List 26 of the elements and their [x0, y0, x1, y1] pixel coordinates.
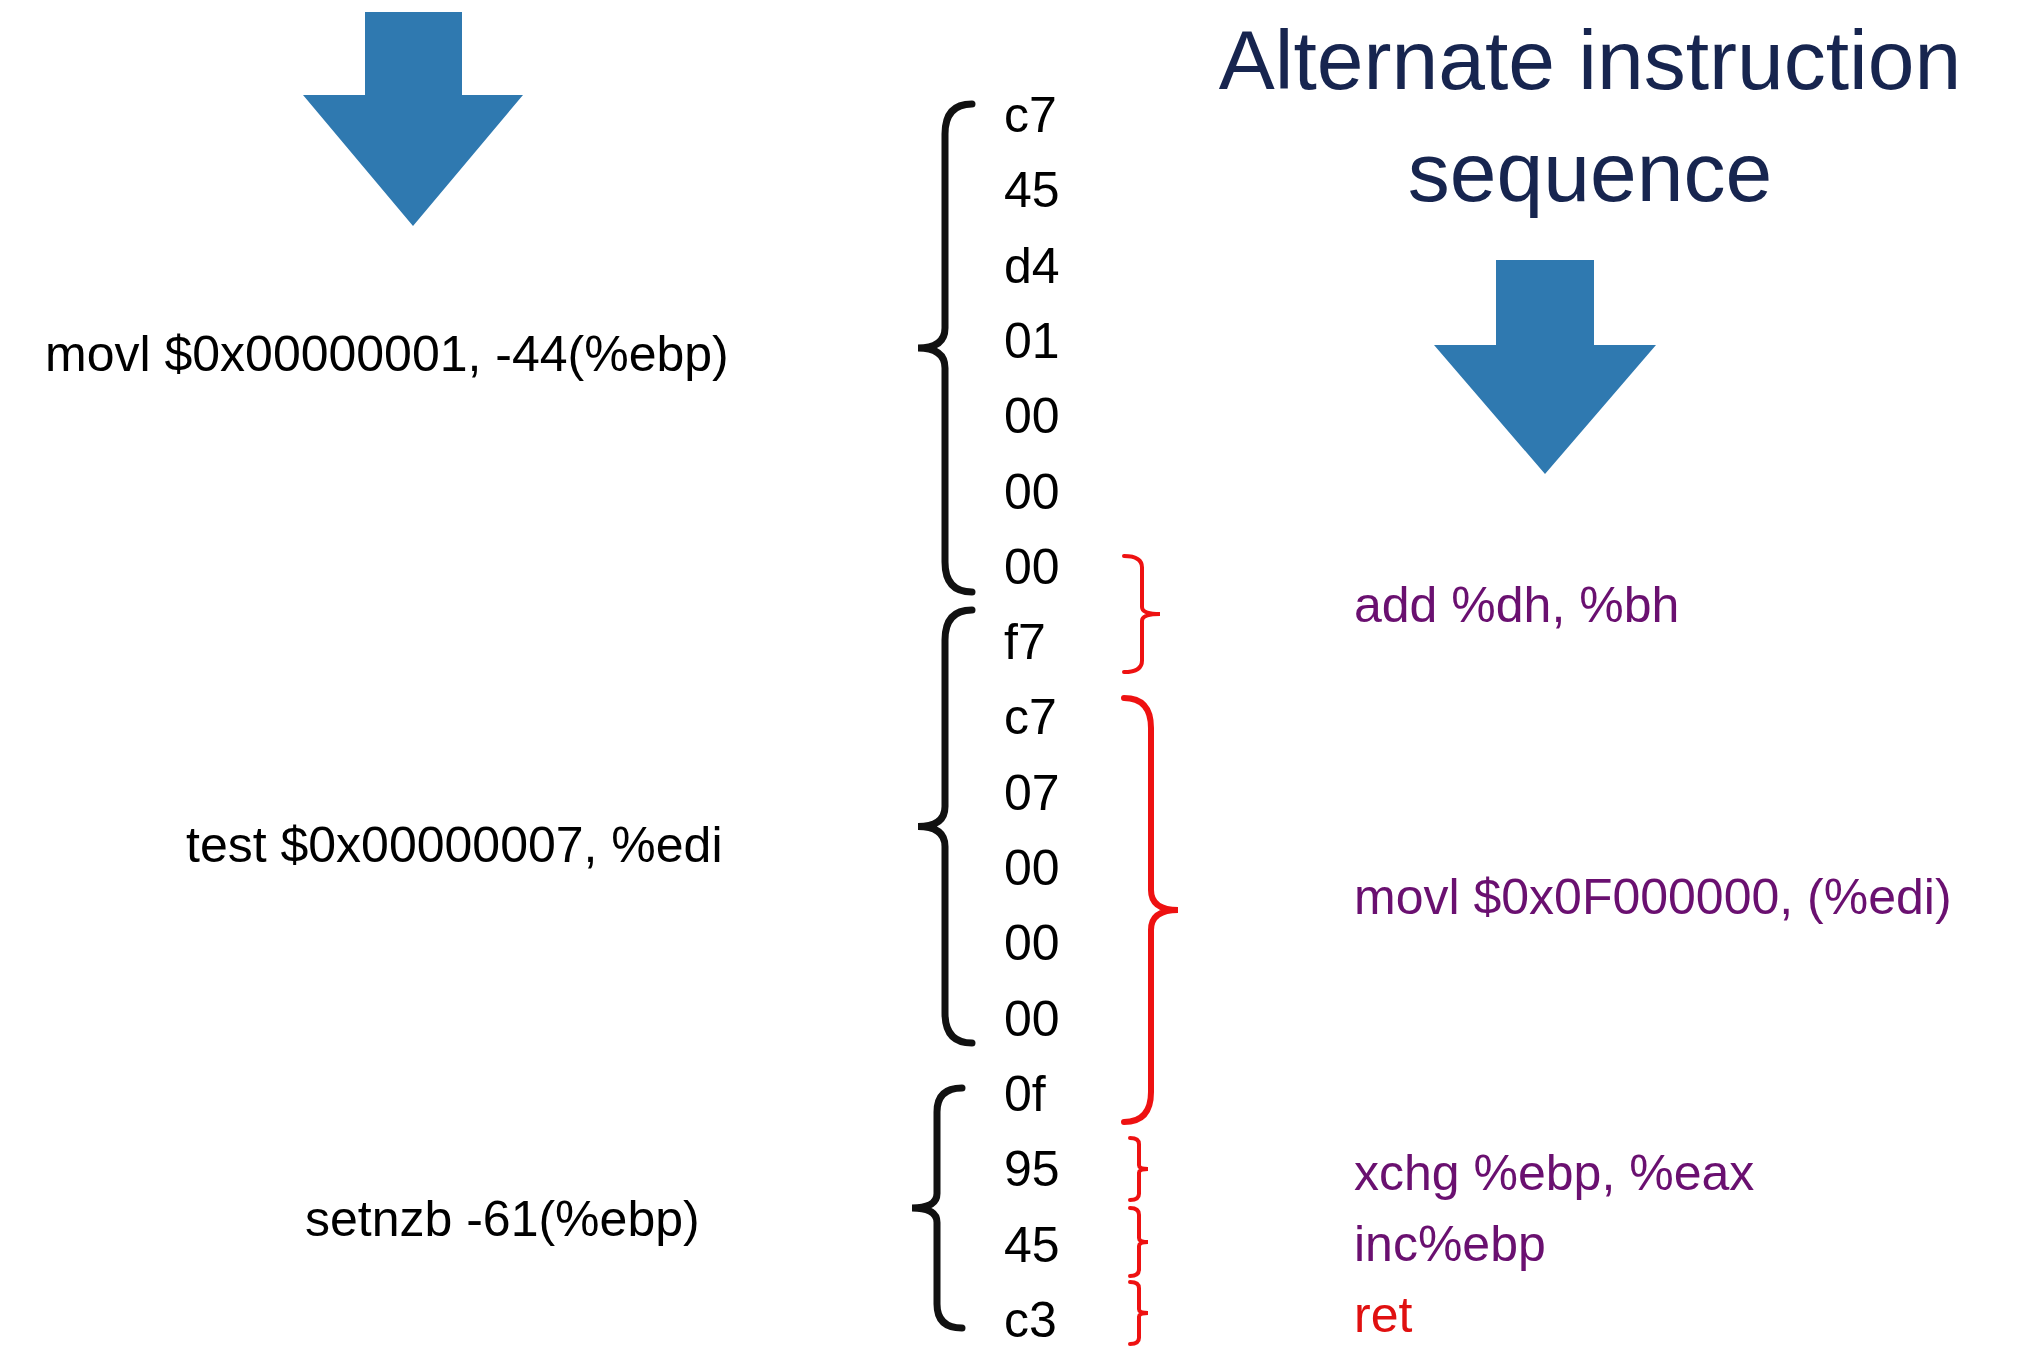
hex-byte: 45	[1004, 162, 1060, 221]
assembly-instruction: test $0x00000007, %edi	[186, 817, 723, 875]
hex-byte: c3	[1004, 1292, 1057, 1350]
heading: Alternate instruction sequence	[1217, 12, 1963, 221]
hex-byte: 07	[1004, 764, 1060, 823]
assembly-instruction: movl $0x0F000000, (%edi)	[1354, 869, 1952, 927]
assembly-instruction: add %dh, %bh	[1354, 577, 1680, 635]
hex-byte: c7	[1004, 689, 1057, 748]
hex-byte: 00	[1004, 840, 1060, 898]
hex-byte: 00	[1004, 463, 1060, 522]
hex-byte: 00	[1004, 539, 1060, 597]
hex-byte: 00	[1004, 388, 1060, 446]
hex-byte: 0f	[1004, 1066, 1046, 1124]
hex-byte: 95	[1004, 1141, 1060, 1199]
hex-byte: f7	[1004, 614, 1046, 672]
hex-byte: c7	[1004, 87, 1057, 145]
hex-byte: 01	[1004, 313, 1060, 371]
hex-byte: 00	[1004, 990, 1060, 1049]
hex-byte: d4	[1004, 237, 1060, 296]
assembly-instruction: xchg %ebp, %eax	[1354, 1145, 1755, 1203]
assembly-instruction: ret	[1354, 1287, 1413, 1345]
hex-byte: 00	[1004, 915, 1060, 974]
hex-byte: 45	[1004, 1216, 1060, 1275]
assembly-instruction: movl $0x00000001, -44(%ebp)	[45, 326, 729, 384]
assembly-instruction: inc%ebp	[1354, 1216, 1546, 1274]
assembly-instruction: setnzb -61(%ebp)	[305, 1191, 700, 1249]
